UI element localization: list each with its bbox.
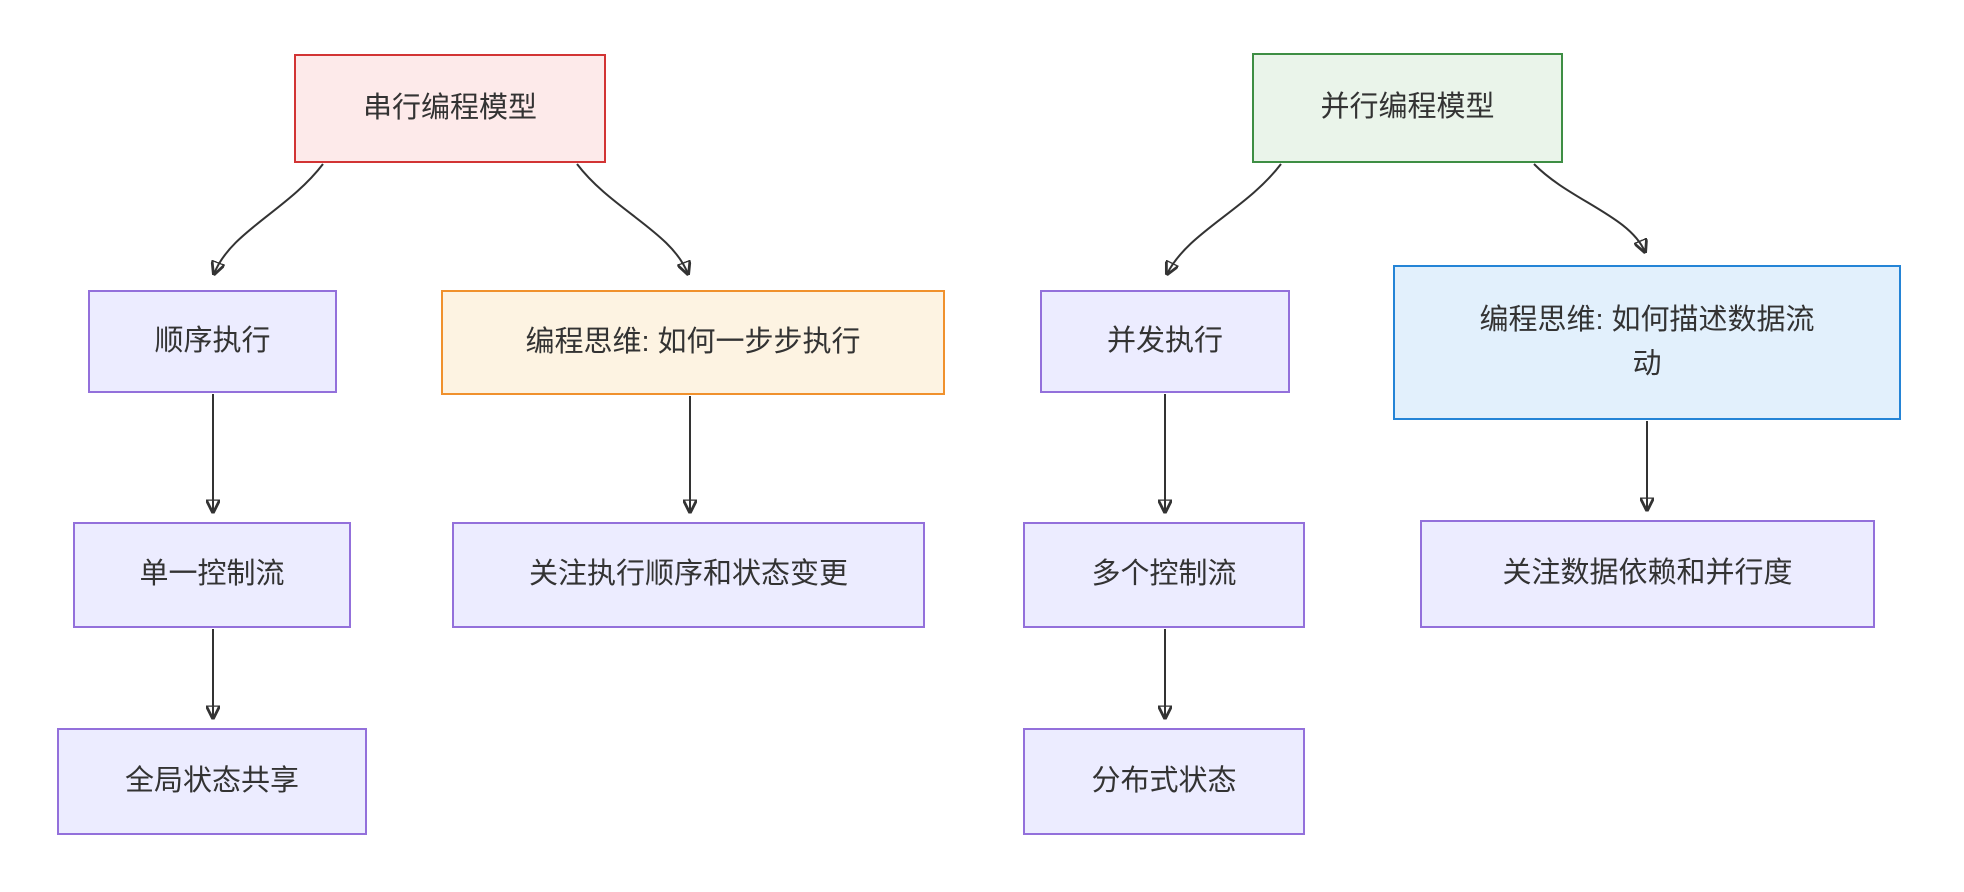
node-label: 并行编程模型 bbox=[1320, 91, 1495, 124]
node-label: 全局状态共享 bbox=[124, 764, 299, 797]
node-concurrent-execution: 并发执行 bbox=[1040, 290, 1290, 393]
node-label: 关注执行顺序和状态变更 bbox=[528, 558, 848, 591]
node-label: 分布式状态 bbox=[1091, 764, 1237, 797]
node-focus-execution-order-state: 关注执行顺序和状态变更 bbox=[452, 522, 925, 628]
node-label: 单一控制流 bbox=[139, 558, 285, 591]
node-label: 编程思维: 如何描述数据流 动 bbox=[1479, 304, 1815, 380]
edge-parallel-to-concur-exec bbox=[1167, 163, 1282, 274]
node-label: 串行编程模型 bbox=[362, 91, 537, 124]
node-label: 多个控制流 bbox=[1091, 558, 1237, 591]
node-sequential-execution: 顺序执行 bbox=[88, 290, 337, 393]
node-thinking-data-flow: 编程思维: 如何描述数据流 动 bbox=[1393, 265, 1901, 420]
edge-serial-to-seq-exec bbox=[214, 163, 324, 274]
node-label: 并发执行 bbox=[1106, 324, 1223, 357]
node-single-control-flow: 单一控制流 bbox=[73, 522, 351, 628]
edge-parallel-to-think-parallel bbox=[1533, 163, 1645, 252]
node-label: 编程思维: 如何一步步执行 bbox=[525, 325, 861, 358]
node-serial-programming-model: 串行编程模型 bbox=[294, 54, 606, 163]
node-label: 关注数据依赖和并行度 bbox=[1502, 557, 1793, 590]
node-distributed-state: 分布式状态 bbox=[1023, 728, 1305, 835]
edge-serial-to-think-serial bbox=[576, 163, 688, 274]
node-multiple-control-flows: 多个控制流 bbox=[1023, 522, 1305, 628]
node-global-shared-state: 全局状态共享 bbox=[57, 728, 367, 835]
node-thinking-step-by-step: 编程思维: 如何一步步执行 bbox=[441, 290, 945, 395]
node-label: 顺序执行 bbox=[154, 324, 271, 357]
node-parallel-programming-model: 并行编程模型 bbox=[1252, 53, 1563, 163]
node-focus-data-dependency-parallelism: 关注数据依赖和并行度 bbox=[1420, 520, 1875, 628]
